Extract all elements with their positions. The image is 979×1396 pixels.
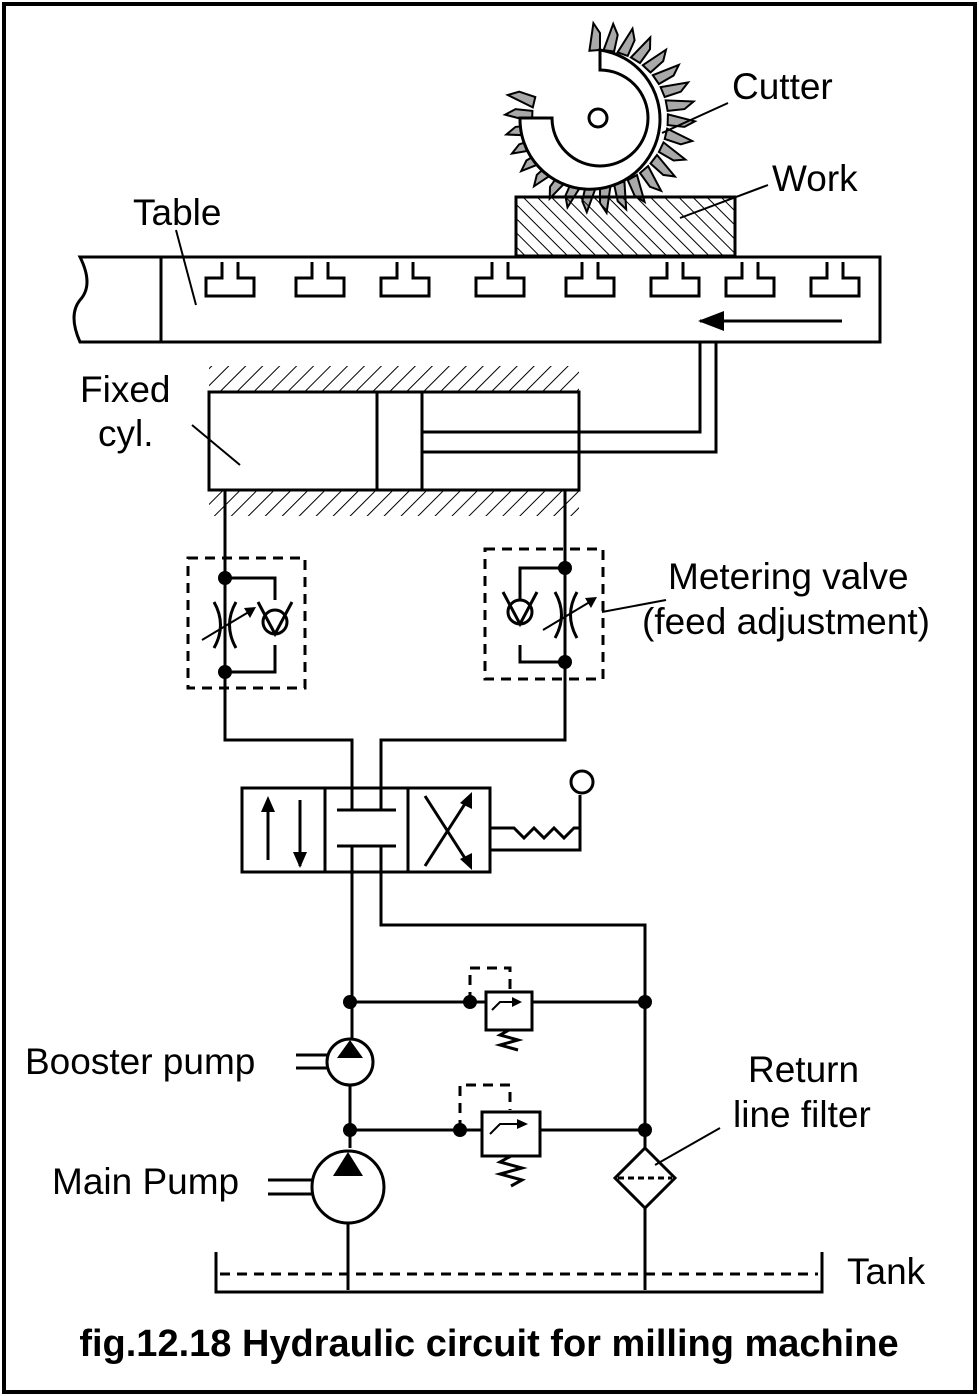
cutter-tooth — [666, 113, 698, 128]
booster-pump-symbol — [296, 1037, 375, 1087]
t-slot — [379, 262, 431, 298]
relief-valve-main — [453, 1083, 542, 1188]
label-tank: Tank — [847, 1251, 926, 1292]
check-valve-ball-right — [506, 598, 534, 626]
work-leader-line — [679, 184, 769, 219]
metering-valve-left — [186, 556, 307, 690]
cutter-tooth — [663, 127, 695, 146]
t-slot — [294, 262, 346, 298]
table-leader-line — [175, 229, 197, 306]
metering-leader-line — [601, 599, 667, 613]
label-return-filter-line1: Return — [748, 1049, 859, 1090]
directional-control-valve — [240, 769, 595, 874]
return-line-filter-symbol — [612, 1127, 721, 1290]
label-main-pump: Main Pump — [52, 1161, 239, 1202]
machine-table — [72, 229, 882, 344]
cutter-tooth — [651, 63, 681, 86]
cutter-tooth — [641, 47, 668, 74]
label-table: Table — [133, 192, 221, 233]
cutter-tooth — [602, 21, 619, 53]
t-slot — [474, 262, 526, 298]
cutter-tooth — [588, 20, 601, 52]
return-line — [379, 872, 647, 1150]
cutter-tooth — [638, 164, 664, 193]
cutter-tooth — [657, 140, 689, 162]
figure-caption: fig.12.18 Hydraulic circuit for milling … — [79, 1323, 898, 1365]
cylinder-piston — [375, 390, 424, 492]
table-t-slots — [204, 262, 861, 298]
line-cylinder-right — [379, 490, 567, 790]
fixed-cyl-leader-line — [191, 424, 241, 466]
t-slot — [649, 262, 701, 298]
label-booster-pump: Booster pump — [25, 1041, 255, 1082]
check-valve-ball-left — [261, 608, 289, 636]
cutter-body — [518, 48, 662, 191]
t-slot — [724, 262, 776, 298]
label-fixed-cyl-line1: Fixed — [80, 369, 170, 410]
label-work: Work — [772, 158, 858, 199]
relief-valve-booster — [463, 966, 534, 1052]
fixed-cylinder — [191, 366, 581, 516]
label-metering-valve-line2: (feed adjustment) — [642, 601, 930, 642]
work-piece — [514, 195, 737, 258]
filter-leader-line — [654, 1127, 721, 1166]
tank-symbol — [214, 1252, 824, 1294]
cutter-tooth — [664, 99, 697, 112]
t-slot — [809, 262, 861, 298]
t-slot — [564, 262, 616, 298]
cutter-tooth — [659, 80, 691, 99]
cutter-tooth — [629, 34, 652, 65]
label-fixed-cyl-line2: cyl. — [98, 413, 154, 454]
label-metering-valve-line1: Metering valve — [668, 556, 909, 597]
valve-lever-knob — [569, 769, 595, 795]
main-pump-symbol — [268, 1149, 386, 1290]
cutter-leader-line — [661, 102, 729, 134]
cutter-tooth — [505, 90, 537, 109]
line-cylinder-left — [223, 490, 354, 790]
label-return-filter-line2: line filter — [733, 1094, 871, 1135]
label-cutter: Cutter — [732, 66, 833, 107]
cutter-tooth — [616, 25, 636, 58]
cutter-tooth — [649, 153, 678, 178]
t-slot — [204, 262, 256, 298]
metering-valve-right — [483, 547, 667, 681]
